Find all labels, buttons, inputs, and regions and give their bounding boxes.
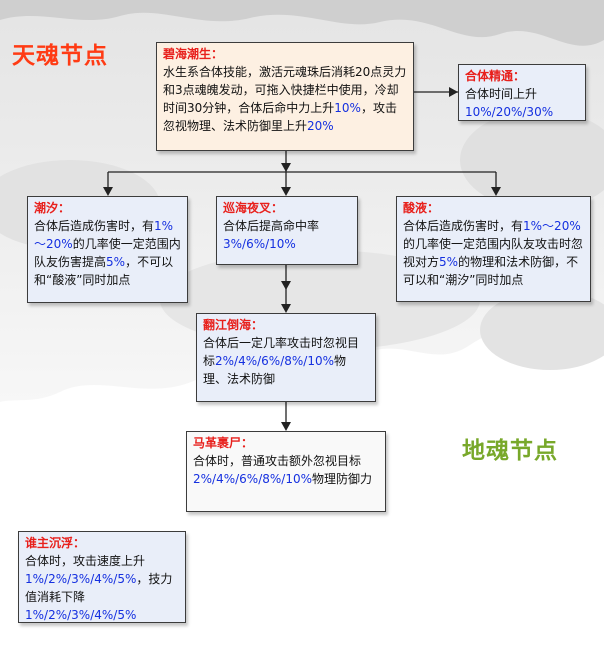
node-shuizhu-chenfu: 谁主沉浮： 合体时，攻击速度上升1%/2%/3%/4%/5%，技力值消耗下降1%…: [18, 531, 186, 623]
node-description: 合体后造成伤害时，有1%～20%的几率使一定范围内队友伤害提高5%，不可以和“酸…: [34, 219, 181, 287]
node-title: 翻江倒海：: [203, 318, 264, 332]
node-description: 合体时间上升: [465, 87, 538, 101]
node-description: 合体时，攻击速度上升1%/2%/3%/4%/5%，技力值消耗下降1%/2%/3%…: [25, 554, 173, 622]
node-title: 马革裹尸：: [193, 436, 254, 450]
node-mage-guoshi: 马革裹尸： 合体时，普通攻击额外忽视目标2%/4%/6%/8%/10%物理防御力: [186, 431, 386, 512]
node-description: 合体时，普通攻击额外忽视目标2%/4%/6%/8%/10%物理防御力: [193, 454, 373, 486]
node-suanye: 酸液： 合体后造成伤害时，有1%～20%的几率使一定范围内队友攻击时忽视对方5%…: [396, 196, 591, 302]
node-description: 合体后造成伤害时，有1%～20%的几率使一定范围内队友攻击时忽视对方5%的物理和…: [403, 219, 584, 287]
node-xunhai-yecha: 巡海夜叉： 合体后提高命中率 3%/6%/10%: [216, 196, 358, 265]
node-description: 水生系合体技能，激活元魂珠后消耗20点灵力和3点魂魄发动，可拖入快捷栏中使用，冷…: [163, 65, 407, 133]
node-title: 合体精通：: [465, 69, 526, 83]
node-chaoxi: 潮汐： 合体后造成伤害时，有1%～20%的几率使一定范围内队友伤害提高5%，不可…: [27, 196, 188, 303]
node-title: 酸液：: [403, 201, 440, 215]
node-description: 合体后一定几率攻击时忽视目标2%/4%/6%/8%/10%物理、法术防御: [203, 336, 360, 386]
node-title: 谁主沉浮：: [25, 536, 86, 550]
node-title: 潮汐：: [34, 201, 71, 215]
node-title: 碧海潮生：: [163, 47, 224, 61]
node-values: 3%/6%/10%: [223, 237, 296, 251]
node-title: 巡海夜叉：: [223, 201, 284, 215]
node-values: 10%/20%/30%: [465, 105, 554, 119]
node-bihai-chaosheng: 碧海潮生： 水生系合体技能，激活元魂珠后消耗20点灵力和3点魂魄发动，可拖入快捷…: [156, 42, 414, 151]
node-heti-jingtong: 合体精通： 合体时间上升 10%/20%/30%: [458, 64, 586, 121]
node-description: 合体后提高命中率: [223, 219, 320, 233]
earth-soul-title: 地魂节点: [462, 438, 558, 464]
heaven-soul-title: 天魂节点: [12, 43, 108, 69]
node-fanjiang-daohai: 翻江倒海： 合体后一定几率攻击时忽视目标2%/4%/6%/8%/10%物理、法术…: [196, 313, 376, 402]
